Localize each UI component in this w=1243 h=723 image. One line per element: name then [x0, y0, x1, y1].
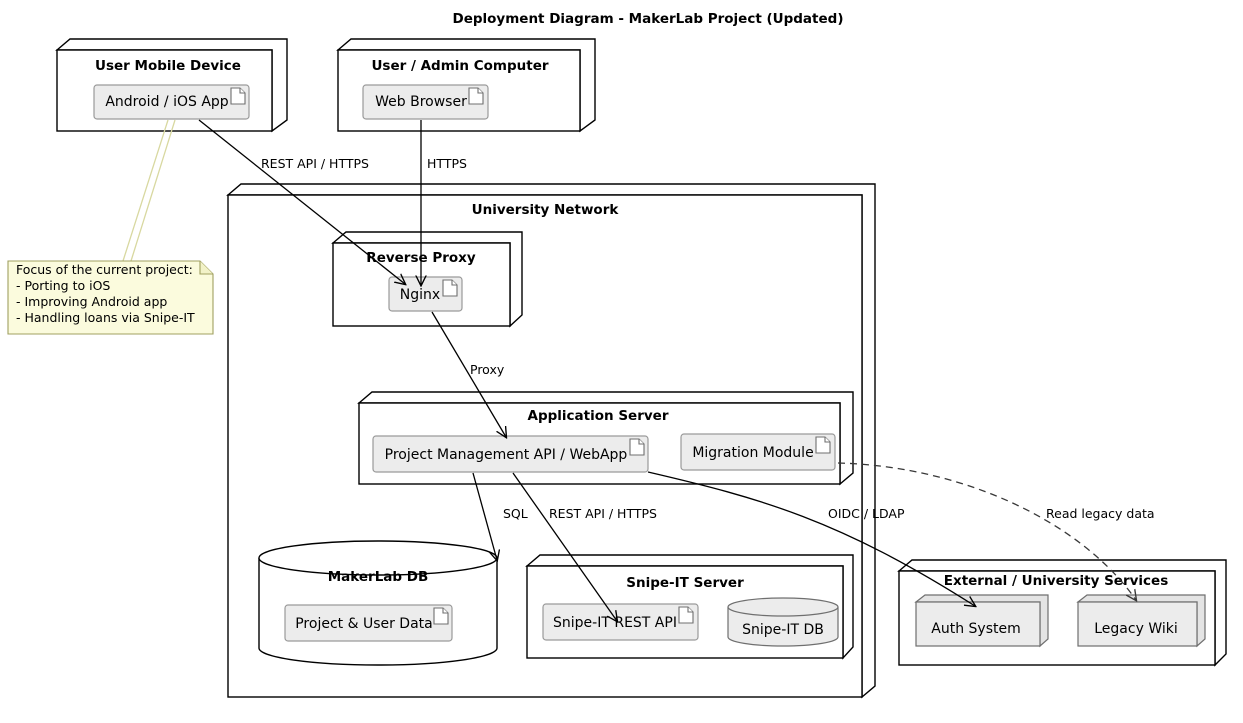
page-title: Deployment Diagram - MakerLab Project (U… [453, 11, 844, 27]
document-icon [815, 436, 831, 454]
node-external-university-services: External / University Services Auth Syst… [897, 559, 1227, 667]
artifact-web-browser[interactable]: Web Browser [362, 84, 489, 120]
connection-mobile-to-proxy: REST API / HTTPS [198, 119, 405, 284]
node-makerlab-db: MakerLab DB Project & User Data [258, 540, 498, 666]
edge-label-proxy: Proxy [470, 362, 505, 377]
document-icon [678, 606, 694, 624]
connection-browser-to-proxy: HTTPS [421, 120, 467, 285]
artifact-migration-module[interactable]: Migration Module [680, 433, 836, 471]
artifact-project-management-api[interactable]: Project Management API / WebApp [372, 435, 649, 473]
connection-app-to-auth: OIDC / LDAP [647, 471, 975, 606]
artifact-android-ios-app[interactable]: Android / iOS App [93, 84, 250, 120]
document-icon [433, 607, 449, 625]
node-title-external-university-services: External / University Services [944, 573, 1168, 589]
edge-label-rest-api-https-snipeit: REST API / HTTPS [549, 506, 657, 521]
connection-proxy-to-app: Proxy [431, 311, 506, 437]
node-user-admin-computer: User / Admin Computer Web Browser [336, 38, 596, 133]
artifact-label-project-user-data: Project & User Data [295, 616, 433, 632]
artifact-snipeit-rest-api[interactable]: Snipe-IT REST API [542, 603, 699, 641]
document-icon [629, 438, 645, 456]
artifact-label-nginx: Nginx [400, 287, 440, 303]
connection-app-to-db: SQL [472, 472, 528, 560]
node-title-makerlab-db: MakerLab DB [328, 569, 429, 585]
artifact-nginx[interactable]: Nginx [388, 276, 463, 312]
node-reverse-proxy: Reverse Proxy Nginx [331, 231, 523, 328]
node-title-snipeit-server: Snipe-IT Server [626, 575, 744, 591]
node-application-server: Application Server Project Management AP… [357, 391, 854, 486]
edge-label-rest-api-https-mobile: REST API / HTTPS [261, 156, 369, 171]
node-title-application-server: Application Server [528, 408, 669, 424]
node-title-user-mobile-device: User Mobile Device [95, 58, 241, 74]
edge-label-https-browser: HTTPS [427, 156, 467, 171]
artifact-legacy-wiki[interactable]: Legacy Wiki [1076, 594, 1206, 648]
note-line-4: - Handling loans via Snipe-IT [16, 310, 195, 325]
note-line-2: - Porting to iOS [16, 278, 110, 293]
artifact-snipeit-db[interactable]: Snipe-IT DB [727, 597, 839, 647]
artifact-label-legacy-wiki: Legacy Wiki [1094, 621, 1178, 637]
connection-app-to-snipeit: REST API / HTTPS [512, 472, 657, 621]
note-focus-of-current-project: Focus of the current project: - Porting … [7, 260, 214, 335]
connection-migration-to-wiki: Read legacy data [837, 462, 1155, 600]
note-connector-line [122, 119, 176, 262]
artifact-label-android-ios-app: Android / iOS App [105, 94, 228, 110]
document-icon [442, 279, 458, 297]
node-title-user-admin-computer: User / Admin Computer [371, 58, 548, 74]
artifact-auth-system[interactable]: Auth System [914, 594, 1049, 648]
artifact-label-web-browser: Web Browser [375, 94, 467, 110]
document-icon [230, 87, 246, 105]
document-icon [468, 87, 484, 105]
node-user-mobile-device: User Mobile Device Android / iOS App [55, 38, 288, 133]
artifact-label-auth-system: Auth System [931, 621, 1020, 637]
artifact-label-snipeit-db: Snipe-IT DB [742, 622, 824, 638]
edge-label-sql: SQL [503, 506, 528, 521]
note-line-1: Focus of the current project: [16, 262, 193, 277]
artifact-project-user-data[interactable]: Project & User Data [284, 604, 453, 642]
artifact-label-migration-module: Migration Module [692, 445, 813, 461]
edge-label-read-legacy-data: Read legacy data [1046, 506, 1155, 521]
edge-label-oidc-ldap: OIDC / LDAP [828, 506, 905, 521]
node-snipeit-server: Snipe-IT Server Snipe-IT REST API Snipe-… [525, 554, 854, 660]
note-line-3: - Improving Android app [16, 294, 167, 309]
node-title-university-network: University Network [472, 202, 620, 218]
artifact-label-project-management-api: Project Management API / WebApp [385, 447, 628, 463]
